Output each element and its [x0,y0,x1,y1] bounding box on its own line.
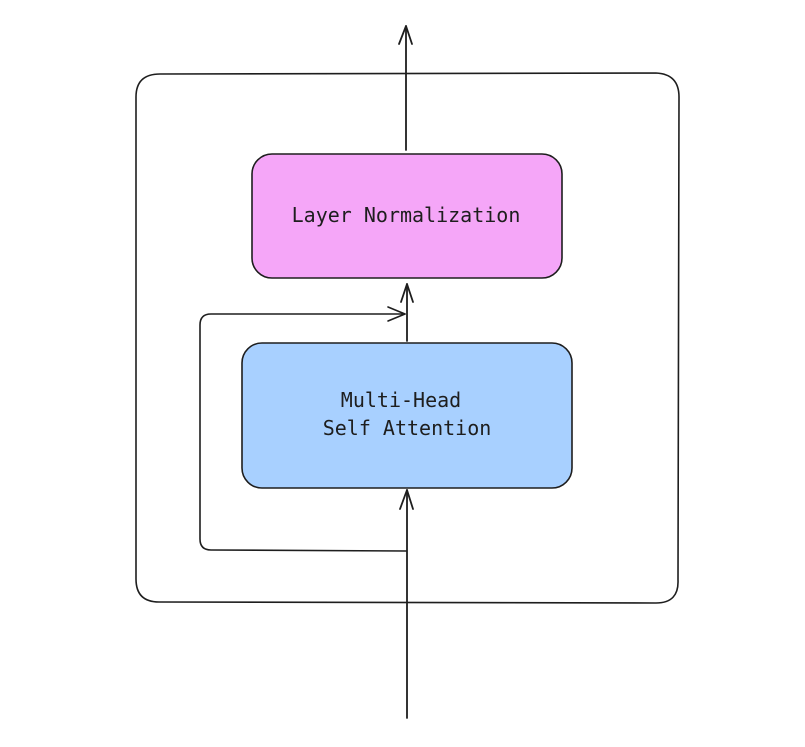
residual-connection-arrow [199,306,407,552]
output-arrow [398,25,413,151]
layer-normalization-box: Layer Normalization [251,153,563,279]
attention-to-norm-arrow [400,283,414,342]
attention-label-line2: Self Attention [323,416,492,440]
layer-normalization-label: Layer Normalization [292,203,521,227]
input-arrow [399,489,414,719]
multi-head-attention-box: Multi-Head Self Attention [241,342,573,489]
attention-label-line1: Multi-Head [341,388,461,412]
outer-container [135,72,680,604]
